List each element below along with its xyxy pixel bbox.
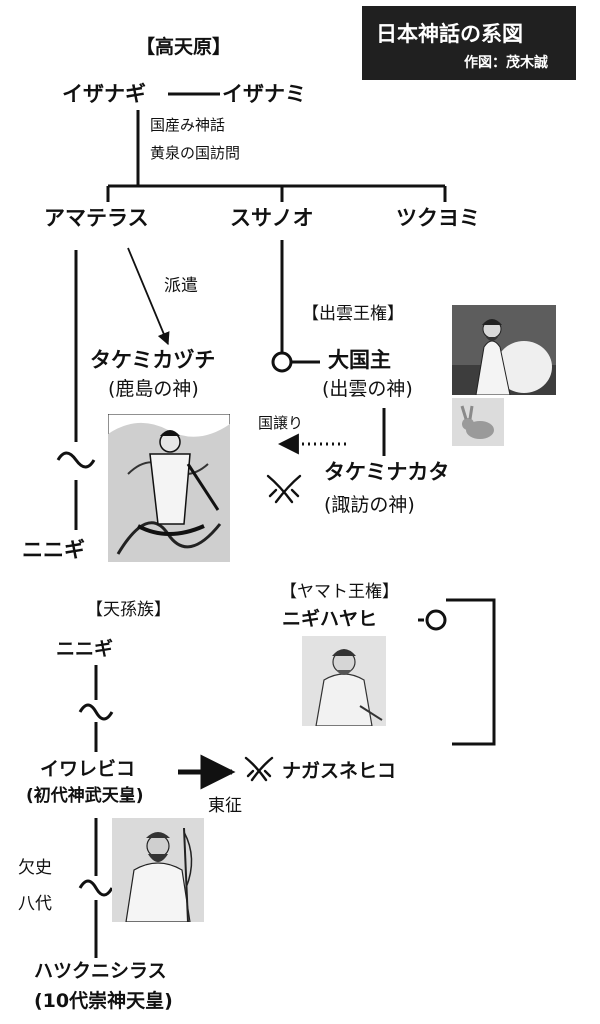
crossed-swords-icon	[244, 756, 274, 782]
deity-izanami: イザナミ	[222, 82, 306, 106]
marriage-circle-icon	[425, 609, 447, 631]
group-yamato-kingship: 【ヤマト王権】	[280, 582, 399, 602]
wave-tilde-icon	[78, 703, 114, 721]
deity-ninigi: ニニギ	[56, 638, 114, 660]
deity-tsukuyomi: ツクヨミ	[396, 206, 480, 230]
deity-takemikazuchi-sub: (鹿島の神)	[108, 378, 199, 400]
deity-izanagi: イザナギ	[62, 82, 146, 106]
deity-hatsukunishirasu-sub: (10代崇神天皇)	[34, 990, 173, 1012]
title-box: 日本神話の系図 作図：茂木誠	[362, 6, 576, 80]
note-kuniyuzuri: 国譲り	[258, 414, 304, 432]
marriage-bracket-nigihayahi	[446, 598, 496, 746]
diagram-title: 日本神話の系図	[376, 22, 523, 46]
okuninushi-portrait	[452, 305, 556, 395]
marriage-circle-icon	[271, 351, 293, 373]
diagram-author: 作図：茂木誠	[464, 55, 548, 71]
nigihayahi-portrait	[302, 636, 386, 726]
deity-ninigi-top: ニニギ	[22, 538, 85, 562]
deity-okuninushi-sub: (出雲の神)	[322, 378, 413, 400]
group-tenson-clan: 【天孫族】	[86, 600, 171, 620]
takemikazuchi-portrait	[108, 414, 230, 562]
wave-tilde-icon	[56, 451, 96, 469]
deity-iwarebiko: イワレビコ	[40, 758, 136, 780]
deity-hatsukunishirasu: ハツクニシラス	[34, 960, 167, 982]
note-yomi: 黄泉の国訪問	[150, 144, 241, 162]
note-haken: 派遣	[164, 276, 198, 296]
deity-susanoo: スサノオ	[230, 206, 314, 230]
crossed-swords-icon	[266, 474, 302, 504]
note-kesshi-1: 欠史	[18, 858, 52, 878]
wave-tilde-icon	[78, 879, 114, 897]
deity-takeminakata-sub: (諏訪の神)	[324, 494, 415, 516]
note-tousei: 東征	[208, 796, 242, 816]
deity-nigihayahi: ニギハヤヒ	[282, 608, 378, 630]
rabbit-illustration	[452, 398, 504, 446]
group-takamagahara: 【高天原】	[136, 36, 232, 58]
deity-okuninushi: 大国主	[328, 348, 391, 372]
dispatch-arrow	[127, 247, 170, 346]
jimmu-portrait	[112, 818, 204, 922]
deity-amaterasu: アマテラス	[44, 206, 149, 230]
deity-takeminakata: タケミナカタ	[324, 460, 450, 484]
deity-nagasunehiko: ナガスネヒコ	[282, 760, 397, 782]
note-kuniumi: 国産み神話	[150, 116, 226, 134]
deity-takemikazuchi: タケミカヅチ	[90, 348, 216, 372]
deity-iwarebiko-sub: (初代神武天皇)	[26, 786, 144, 806]
group-izumo-kingship: 【出雲王権】	[302, 304, 404, 324]
note-kesshi-2: 八代	[18, 894, 52, 914]
